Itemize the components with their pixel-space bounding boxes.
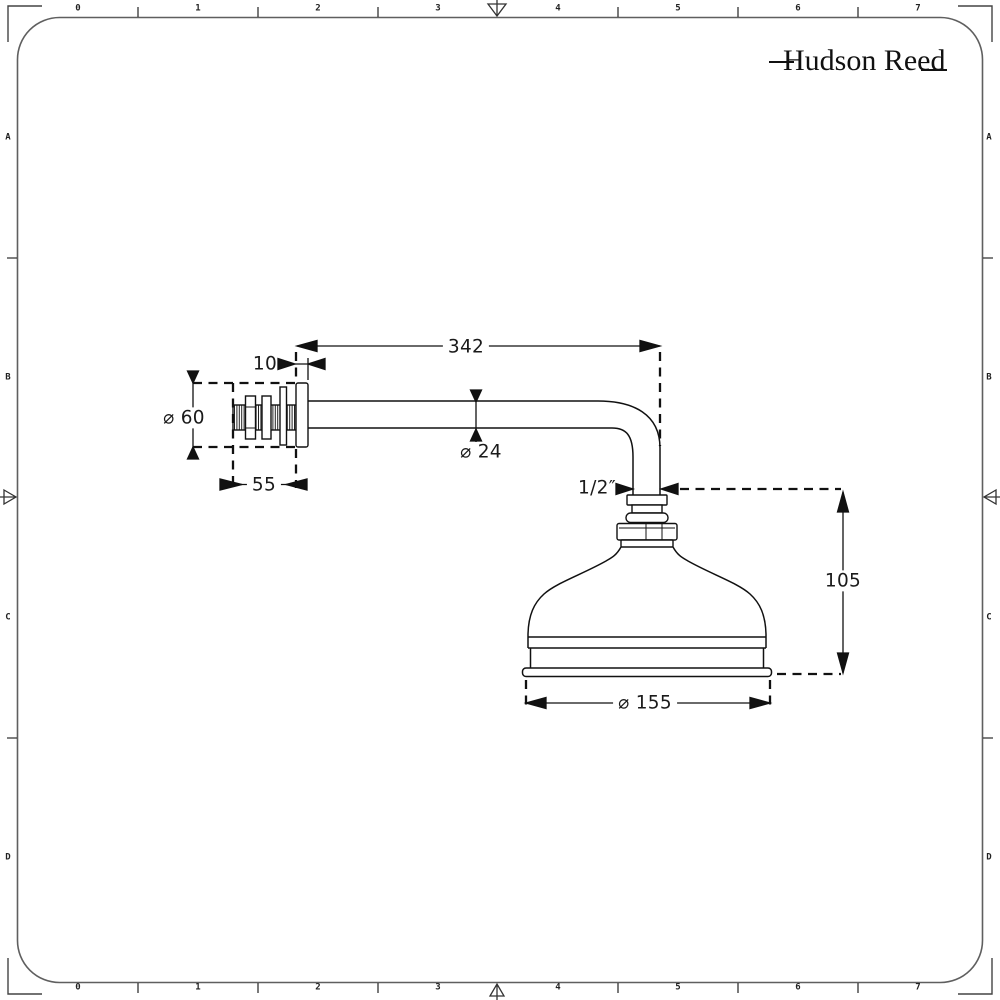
lock-nut-2 <box>261 395 272 440</box>
ruler-right-d: D <box>986 852 992 863</box>
ruler-left-a: A <box>5 132 11 143</box>
bell-right <box>672 546 767 637</box>
dim-thread-size-label: 1/2″ <box>578 477 616 499</box>
connector-stem <box>631 504 663 514</box>
shower-head <box>521 546 773 678</box>
ruler-top-7: 7 <box>915 3 921 14</box>
dim-arm-length-label: 342 <box>442 336 490 358</box>
ruler-left-b: B <box>5 372 11 383</box>
logo-underscore-right <box>921 69 947 71</box>
ruler-bottom-6: 6 <box>795 982 801 993</box>
lock-nut-1 <box>244 395 257 440</box>
ruler-top-3: 3 <box>435 3 441 14</box>
ruler-bottom-3: 3 <box>435 982 441 993</box>
ruler-left-c: C <box>5 612 11 623</box>
connector-collar <box>625 512 669 524</box>
ruler-right-c: C <box>986 612 992 623</box>
nut-skirt <box>620 539 674 548</box>
dim-head-height-label: 105 <box>819 570 867 592</box>
connector-band <box>626 494 668 506</box>
ruler-bottom-4: 4 <box>555 982 561 993</box>
wall-mount-assembly <box>232 382 309 448</box>
sheet-border <box>16 16 984 984</box>
dim-flange-thickness-label: 10 <box>252 353 278 375</box>
ruler-right-a: A <box>986 132 992 143</box>
corner-marks <box>7 5 993 995</box>
dim-head-diameter-label: ⌀ 155 <box>613 692 677 714</box>
ruler-left-d: D <box>5 852 11 863</box>
ruler-bottom-5: 5 <box>675 982 681 993</box>
ruler-bottom-1: 1 <box>195 982 201 993</box>
ruler-bottom-7: 7 <box>915 982 921 993</box>
dim-wall-adjustment-label: 55 <box>246 474 282 496</box>
ruler-ticks <box>7 7 993 993</box>
dim-arm-diameter-label: ⌀ 24 <box>460 441 502 463</box>
ruler-right-b: B <box>986 372 992 383</box>
bell-left <box>527 546 622 637</box>
ruler-top-5: 5 <box>675 3 681 14</box>
ruler-top-0: 0 <box>75 3 81 14</box>
ruler-top-6: 6 <box>795 3 801 14</box>
head-connector <box>616 494 678 548</box>
construction-dashes <box>193 352 841 706</box>
dim-flange-diameter-label: ⌀ 60 <box>158 407 210 429</box>
wall-flange <box>295 382 309 448</box>
washer <box>279 386 288 446</box>
ruler-bottom-0: 0 <box>75 982 81 993</box>
hex-nut <box>616 522 678 541</box>
brand-logo: Hudson Reed <box>783 44 946 77</box>
shower-arm <box>308 400 661 495</box>
ruler-top-4: 4 <box>555 3 561 14</box>
logo-dash-left <box>769 61 794 63</box>
ruler-top-2: 2 <box>315 3 321 14</box>
ruler-top-1: 1 <box>195 3 201 14</box>
ruler-bottom-2: 2 <box>315 982 321 993</box>
head-rim-flange <box>521 667 773 678</box>
